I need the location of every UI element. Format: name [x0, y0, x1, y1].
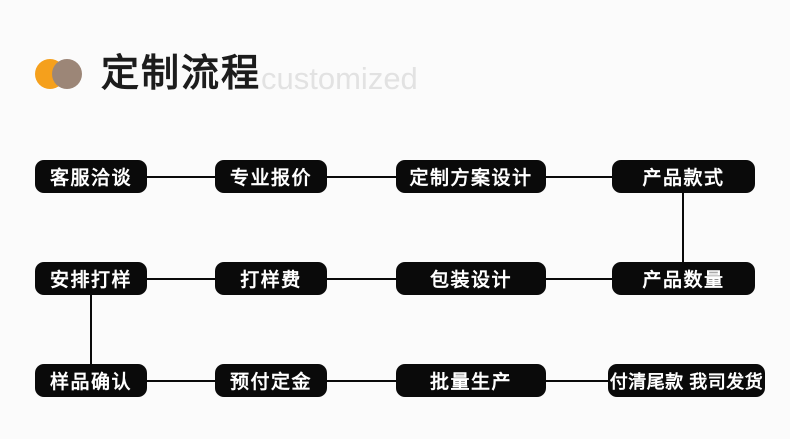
- flow-node-piliang-shengchan[interactable]: 批量生产: [396, 364, 546, 397]
- connector-r2n1-to-r3n1: [90, 294, 92, 372]
- flow-node-yangpin-queren[interactable]: 样品确认: [35, 364, 147, 397]
- decorative-dots: [35, 59, 91, 89]
- brown-dot-icon: [52, 59, 82, 89]
- flow-node-chanpin-kuanshi[interactable]: 产品款式: [612, 160, 755, 193]
- flow-node-baozhuang-sheji[interactable]: 包装设计: [396, 262, 546, 295]
- connector-r3-n2-n3: [326, 380, 398, 382]
- flow-node-anpai-dayang[interactable]: 安排打样: [35, 262, 147, 295]
- page-header: 定制流程 customized: [35, 48, 418, 100]
- flow-node-yufu-dingjin[interactable]: 预付定金: [215, 364, 327, 397]
- connector-r2-n3-n4: [545, 278, 613, 280]
- page-title: 定制流程: [101, 53, 262, 95]
- flow-node-zhuanye-baojia[interactable]: 专业报价: [215, 160, 327, 193]
- connector-r3-n3-n4: [545, 380, 609, 382]
- page-subtitle: customized: [261, 60, 418, 96]
- flow-node-dingzhi-fangan-sheji[interactable]: 定制方案设计: [396, 160, 546, 193]
- connector-r1-n3-n4: [545, 176, 613, 178]
- connector-r1n4-to-r2n4: [682, 192, 684, 270]
- flow-node-kefu-qiatan[interactable]: 客服洽谈: [35, 160, 147, 193]
- flow-node-dayang-fei[interactable]: 打样费: [215, 262, 327, 295]
- connector-r2-n1-n2: [146, 278, 217, 280]
- flow-node-chanpin-shuliang[interactable]: 产品数量: [612, 262, 755, 295]
- connector-r3-n1-n2: [146, 380, 217, 382]
- connector-r1-n2-n3: [326, 176, 398, 178]
- connector-r1-n1-n2: [146, 176, 217, 178]
- flow-node-fuqing-weikuan-fahuo[interactable]: 付清尾款 我司发货: [608, 364, 765, 397]
- connector-r2-n2-n3: [326, 278, 398, 280]
